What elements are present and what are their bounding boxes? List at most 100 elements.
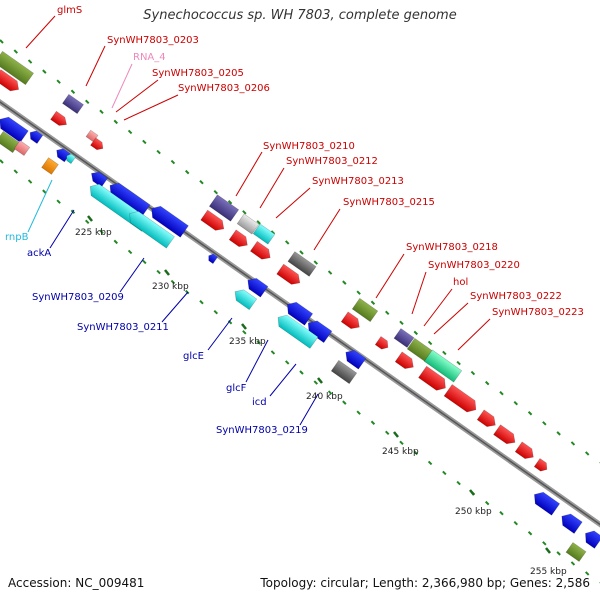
feature-red-14[interactable] xyxy=(514,441,537,462)
feature-red-10[interactable] xyxy=(394,351,417,372)
tick-outer-forward xyxy=(27,59,33,64)
feature-0212[interactable] xyxy=(236,213,260,235)
feature-red-8[interactable] xyxy=(340,311,363,332)
feature-red-7[interactable] xyxy=(276,263,304,288)
gene-label-SynWH7803_0218[interactable]: SynWH7803_0218 xyxy=(406,242,498,253)
tick-outer-reverse xyxy=(185,289,190,295)
leader-0205 xyxy=(115,79,159,113)
tick-outer-forward xyxy=(556,431,561,436)
feature-glcE[interactable] xyxy=(231,286,258,311)
feature-rnpB[interactable] xyxy=(41,157,59,175)
tick-outer-forward xyxy=(170,159,176,165)
feature-red-15[interactable] xyxy=(533,458,550,473)
gene-label-rnpB[interactable]: rnpB xyxy=(5,232,29,243)
tick-outer-forward xyxy=(585,451,590,456)
feature-red-12[interactable] xyxy=(476,409,499,430)
feature-glmS[interactable] xyxy=(0,50,34,86)
feature-red-1[interactable] xyxy=(0,69,22,95)
gene-label-SynWH7803_0215[interactable]: SynWH7803_0215 xyxy=(343,197,435,208)
tick-outer-reverse xyxy=(56,199,61,204)
tick-outer-reverse xyxy=(499,510,504,516)
tick-outer-reverse xyxy=(513,521,518,526)
scale-label-240: 240 kbp xyxy=(306,392,343,402)
feature-0222[interactable] xyxy=(423,349,463,383)
feature-red-4[interactable] xyxy=(200,209,228,234)
feature-red-3[interactable] xyxy=(90,137,106,152)
gene-label-SynWH7803_0203[interactable]: SynWH7803_0203 xyxy=(107,35,199,46)
feature-cyan-small[interactable] xyxy=(64,152,76,164)
feature-glcF[interactable] xyxy=(274,312,319,349)
leader-0220 xyxy=(411,271,427,315)
gene-label-SynWH7803_0220[interactable]: SynWH7803_0220 xyxy=(428,260,520,271)
gene-label-icd[interactable]: icd xyxy=(252,397,267,408)
tick-outer-reverse xyxy=(299,370,304,375)
gene-label-SynWH7803_0223[interactable]: SynWH7803_0223 xyxy=(492,307,584,318)
gene-label-SynWH7803_0209[interactable]: SynWH7803_0209 xyxy=(32,292,124,303)
feature-red-9[interactable] xyxy=(374,336,391,351)
tick-outer-reverse xyxy=(199,299,204,305)
tick-outer-reverse xyxy=(42,189,47,194)
gene-label-hol[interactable]: hol xyxy=(453,277,468,288)
feature-0220[interactable] xyxy=(393,328,415,348)
gene-label-SynWH7803_0211[interactable]: SynWH7803_0211 xyxy=(77,322,169,333)
feature-slate-2[interactable] xyxy=(208,194,240,222)
feature-blue-5[interactable] xyxy=(244,275,269,298)
gene-label-SynWH7803_0210[interactable]: SynWH7803_0210 xyxy=(263,141,355,152)
leader-icd xyxy=(269,363,297,397)
feature-blue-1[interactable] xyxy=(0,114,29,143)
tick-outer-reverse xyxy=(527,531,533,536)
feature-blue-8[interactable] xyxy=(530,489,561,516)
tick-outer-forward xyxy=(385,310,390,315)
feature-slate-1[interactable] xyxy=(62,93,84,115)
gene-label-SynWH7803_0219[interactable]: SynWH7803_0219 xyxy=(216,425,308,436)
scale-label-255: 255 kbp xyxy=(530,567,567,577)
gene-label-glcF[interactable]: glcF xyxy=(226,383,247,394)
gene-label-SynWH7803_0213[interactable]: SynWH7803_0213 xyxy=(312,176,404,187)
feature-0218[interactable] xyxy=(351,297,379,323)
tick-outer-forward xyxy=(542,421,547,426)
feature-red-6[interactable] xyxy=(249,240,273,262)
gene-label-ackA[interactable]: ackA xyxy=(27,248,51,259)
feature-red-11[interactable] xyxy=(418,365,450,394)
gene-label-glcE[interactable]: glcE xyxy=(183,351,204,362)
gene-label-glmS[interactable]: glmS xyxy=(57,5,82,16)
feature-cyan-2[interactable] xyxy=(126,208,175,249)
feature-blue-10[interactable] xyxy=(581,528,600,549)
feature-0209[interactable] xyxy=(148,203,189,238)
feature-blue-2[interactable] xyxy=(27,128,44,144)
feature-red-13[interactable] xyxy=(493,424,519,447)
feature-red-5[interactable] xyxy=(228,229,251,250)
gene-label-SynWH7803_0212[interactable]: SynWH7803_0212 xyxy=(286,156,378,167)
gene-label-SynWH7803_0206[interactable]: SynWH7803_0206 xyxy=(178,83,270,94)
scale-label-230: 230 kbp xyxy=(152,282,189,292)
feature-blue-6[interactable] xyxy=(283,299,314,326)
feature-olive-2[interactable] xyxy=(0,130,21,154)
tick-outer-reverse xyxy=(385,430,390,435)
tick-outer-forward xyxy=(99,109,104,115)
feature-blue-3[interactable] xyxy=(54,146,71,163)
gene-label-SynWH7803_0222[interactable]: SynWH7803_0222 xyxy=(470,291,562,302)
map-title: Synechococcus sp. WH 7803, complete geno… xyxy=(143,8,457,23)
scale-tick xyxy=(393,431,399,438)
leader-ackA xyxy=(49,209,75,249)
feature-0219[interactable] xyxy=(330,359,358,385)
tick-outer-forward xyxy=(470,370,476,376)
gene-label-SynWH7803_0205[interactable]: SynWH7803_0205 xyxy=(152,68,244,79)
feature-0213[interactable] xyxy=(252,223,276,245)
leader-glmS xyxy=(25,15,56,49)
feature-icd[interactable] xyxy=(342,347,367,370)
tick-outer-reverse xyxy=(342,400,347,405)
feature-red-2[interactable] xyxy=(50,110,70,128)
accession-text: Accession: NC_009481 xyxy=(8,576,145,590)
feature-blue-9[interactable] xyxy=(558,511,583,534)
tick-outer-reverse xyxy=(413,450,418,456)
feature-olive-end[interactable] xyxy=(565,542,587,562)
feature-pink-2[interactable] xyxy=(13,140,31,156)
feature-blue-4[interactable] xyxy=(88,169,109,188)
tick-outer-reverse xyxy=(399,440,404,446)
tick-outer-reverse xyxy=(556,551,561,556)
feature-0215[interactable] xyxy=(287,251,317,277)
gene-label-RNA_4[interactable]: RNA_4 xyxy=(133,52,166,63)
feature-blue-small[interactable] xyxy=(206,252,218,264)
feature-0223[interactable] xyxy=(443,384,480,415)
